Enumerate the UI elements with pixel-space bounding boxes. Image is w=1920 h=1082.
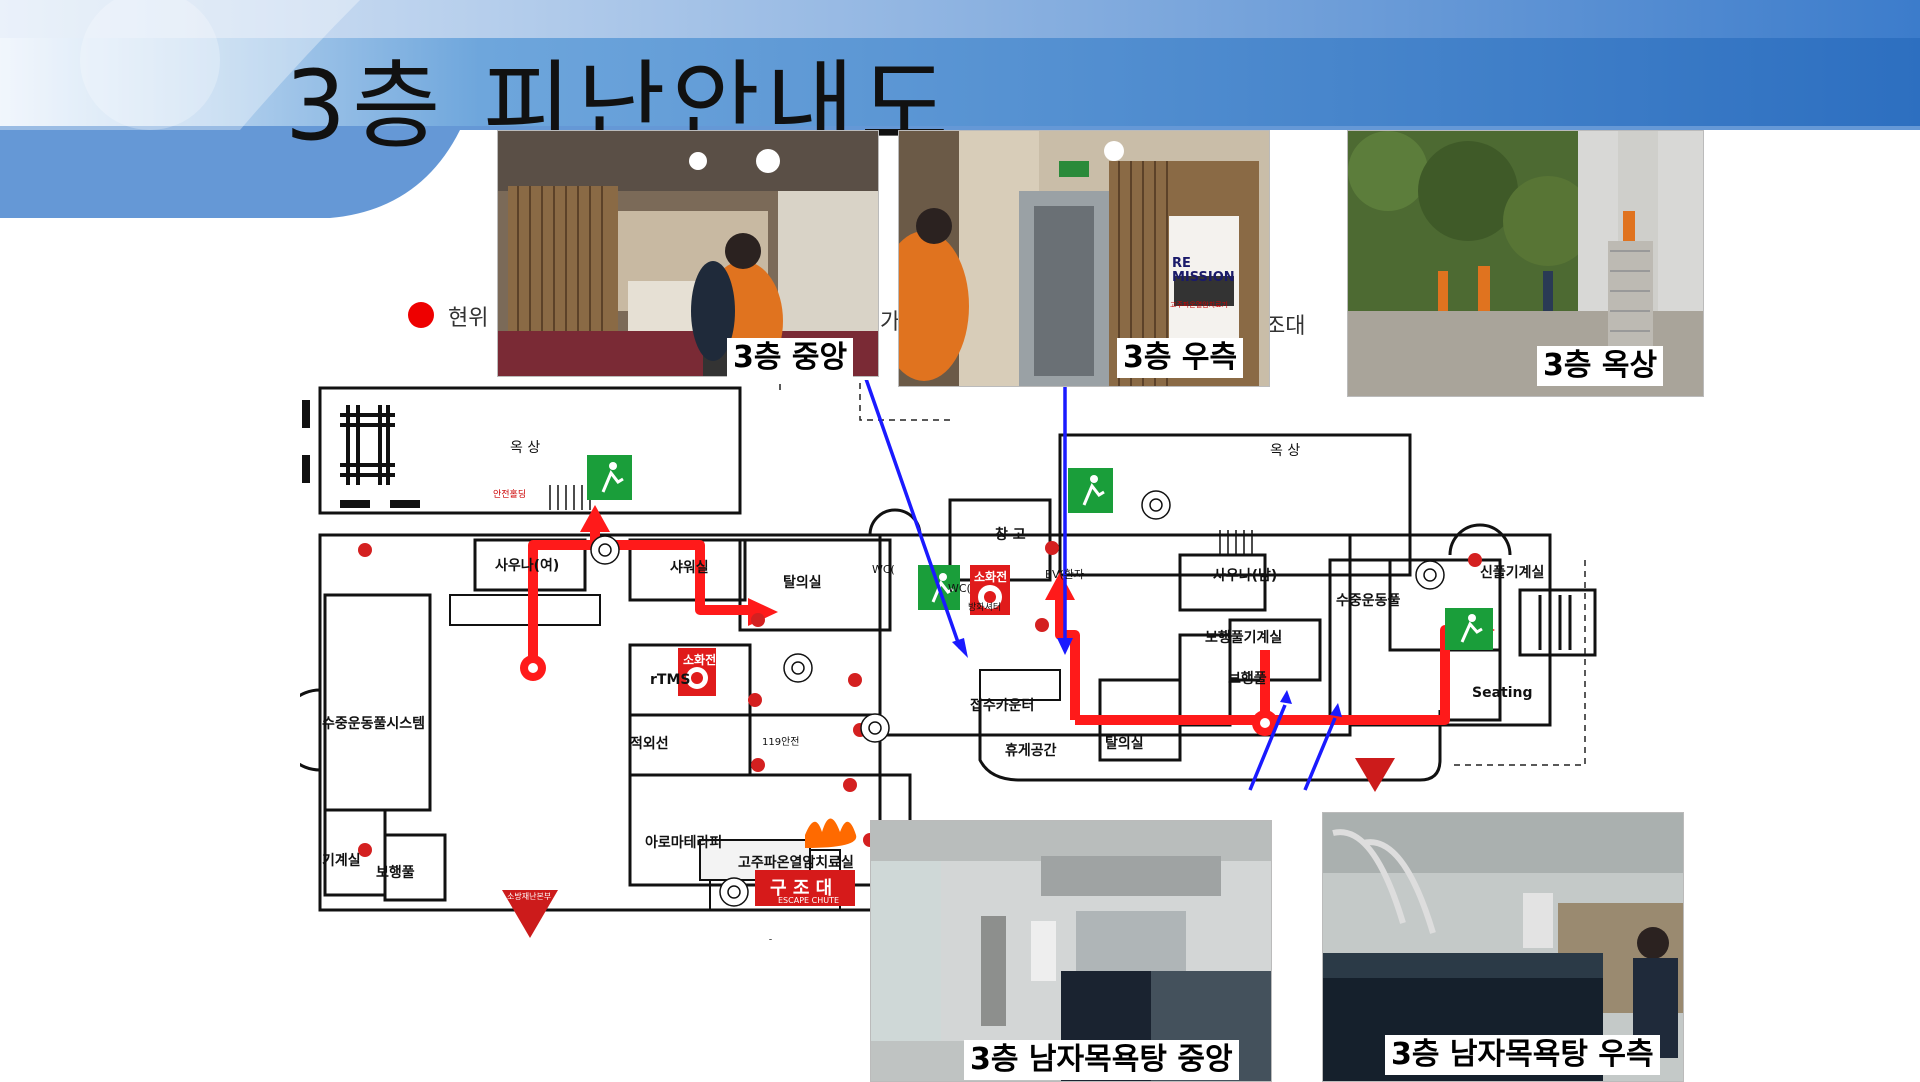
- fire-station-badge-label: 소방재난본부: [507, 892, 552, 901]
- label-aquatic-system: 수중운동풀시스템: [322, 716, 426, 732]
- label-safety-left: 안전홀딩: [493, 490, 527, 500]
- header-banner: [0, 0, 1920, 218]
- photo-bath-center-caption: 3층 남자목욕탕 중앙: [964, 1040, 1239, 1080]
- label-changing-2: 탈의실: [1105, 736, 1144, 752]
- label-rooftop-left: 옥 상: [510, 440, 541, 456]
- label-machine-room-left: 기계실: [322, 853, 361, 869]
- label-aromatherapy: 아로마테라피: [645, 835, 723, 851]
- label-reception: 접수카운터: [970, 698, 1035, 714]
- label-machine-room-right: 신풀기계실: [1480, 565, 1545, 581]
- label-rtms: rTMS: [650, 672, 691, 688]
- label-wc-2: WC(: [948, 582, 971, 595]
- rescue-chute-label-en: ESCAPE CHUTE: [778, 896, 840, 905]
- label-shower: 샤워실: [670, 560, 709, 576]
- label-lounge: 휴게공간: [1005, 743, 1057, 759]
- floor-plan: [300, 380, 1597, 940]
- label-changing-1: 탈의실: [783, 575, 822, 591]
- label-walker-machine-room: 보행풀기계실: [1205, 630, 1283, 646]
- label-infrared: 적외선: [630, 736, 669, 752]
- fire-hydrant-label-2: 소화전: [974, 570, 1008, 584]
- photo-right-caption: 3층 우측: [1117, 338, 1244, 378]
- label-walker-pool-left: 보행풀: [376, 865, 415, 881]
- legend-partial-1: 가: [880, 310, 901, 335]
- label-119-station: 119안전: [762, 737, 800, 748]
- current-location-icon: [408, 302, 434, 328]
- label-shutter: 방화셔터: [968, 603, 1002, 613]
- label-hyperthermia: 고주파온열암치료실: [738, 855, 854, 871]
- legend-partial-2: 조대: [1265, 314, 1306, 339]
- poster-text: 고주파온열암치료기: [1170, 301, 1228, 309]
- label-rooftop-right: 옥 상: [1270, 443, 1301, 459]
- label-elevator: EV(환자: [1045, 568, 1085, 581]
- label-seating: Seating: [1472, 685, 1533, 701]
- poster-title-2: MISSION: [1172, 270, 1235, 285]
- photo-roof-caption: 3층 옥상: [1537, 346, 1664, 386]
- label-walker-pool-right: 보행풀: [1228, 671, 1267, 687]
- rescue-chute-label: 구 조 대: [770, 878, 833, 899]
- label-wc-1: WC(: [872, 563, 895, 576]
- legend-current-location: 현위: [448, 306, 489, 331]
- photo-bath-right-caption: 3층 남자목욕탕 우측: [1385, 1035, 1660, 1075]
- label-sauna-male: 사우나(남): [1213, 568, 1278, 584]
- photo-roof: [1347, 130, 1704, 397]
- label-aquatic-pool: 수중운동풀: [1336, 593, 1401, 609]
- poster-title-1: RE: [1172, 256, 1191, 271]
- label-sauna-female: 사우나(여): [495, 558, 560, 574]
- fire-hydrant-label-1: 소화전: [683, 653, 717, 667]
- photo-center-caption: 3층 중앙: [727, 338, 854, 378]
- label-storage: 창 고: [995, 527, 1026, 543]
